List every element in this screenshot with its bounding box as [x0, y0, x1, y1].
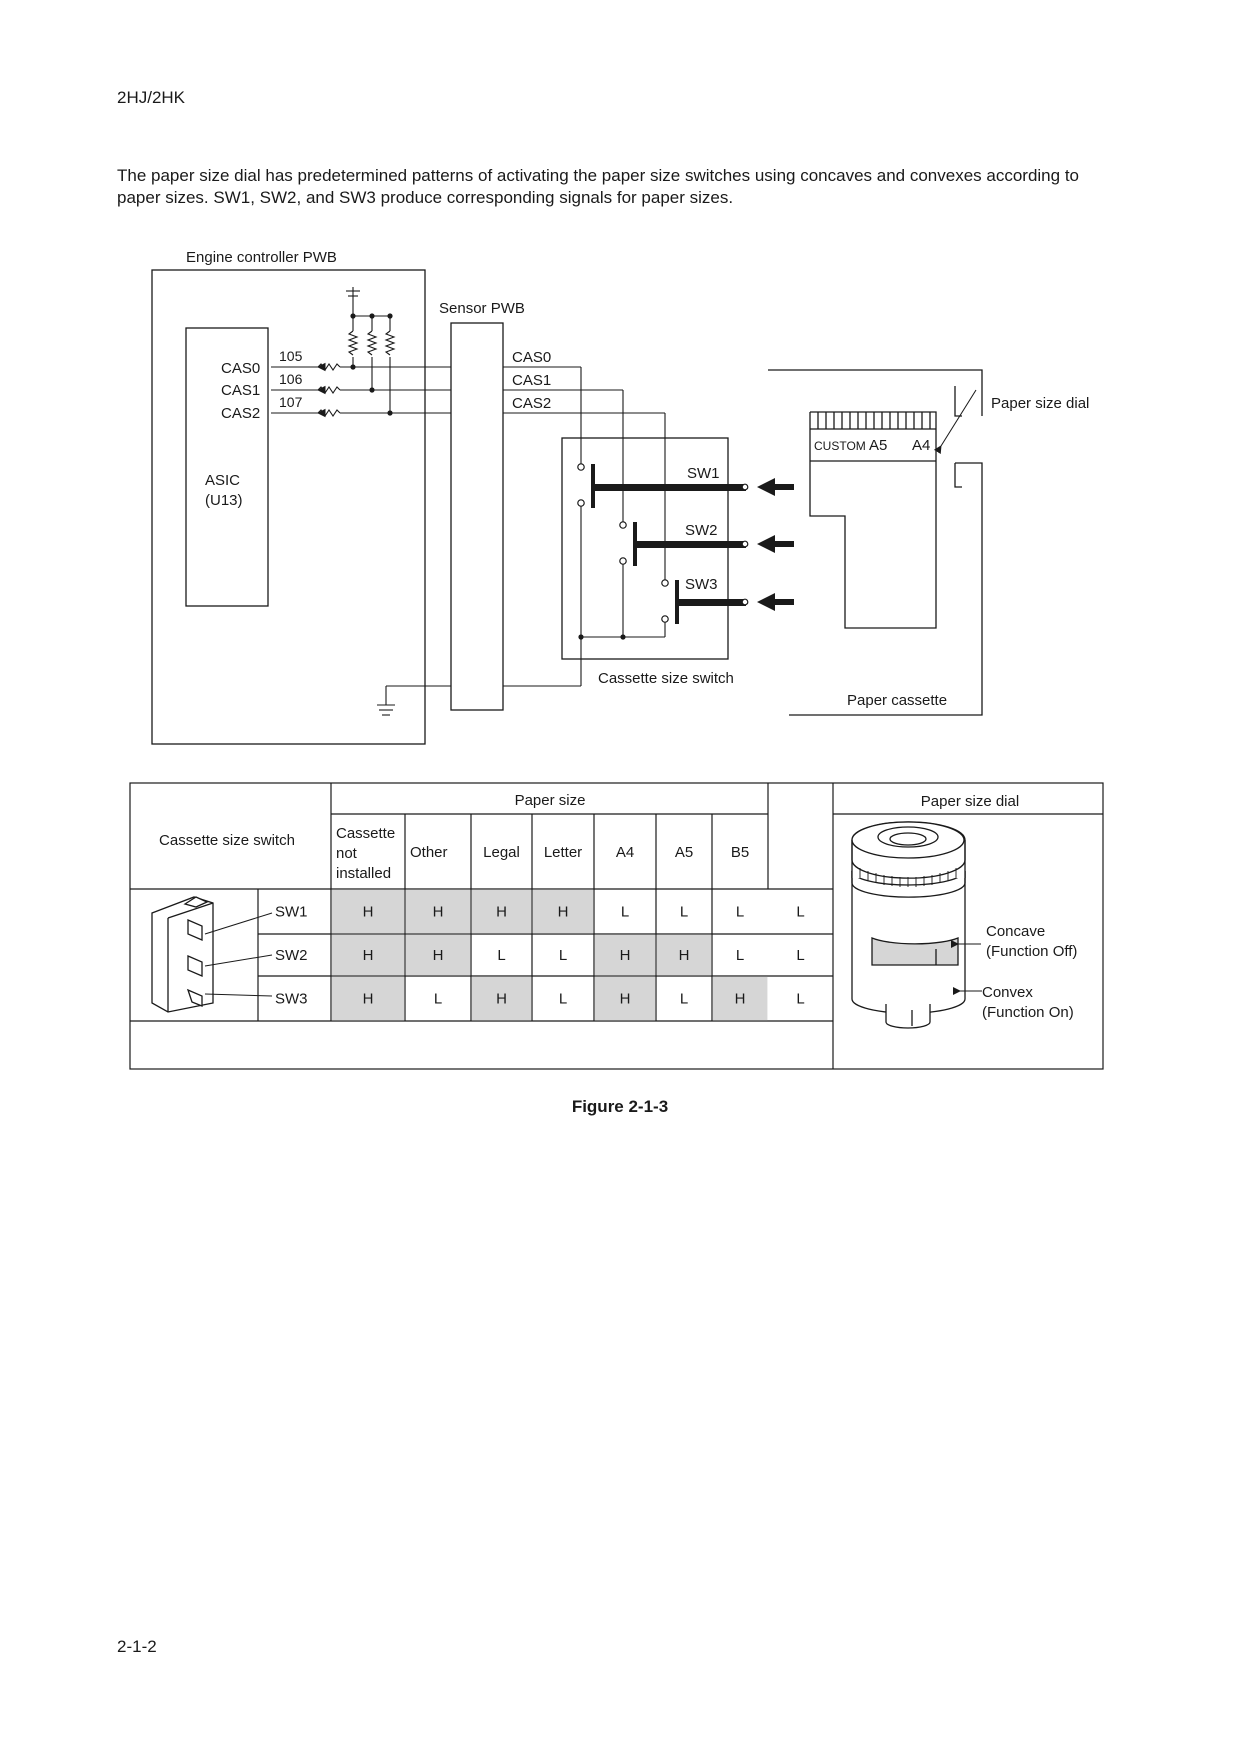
asic-ref: (U13)	[205, 492, 243, 509]
switch-contacts	[577, 463, 669, 623]
column-header-letter: Letter	[544, 844, 582, 861]
pin-number-106: 106	[279, 371, 303, 387]
cell-value: H	[679, 947, 690, 964]
cell-value: H	[620, 947, 631, 964]
pin-signal-cas2: CAS2	[221, 405, 260, 422]
page-number: 2-1-2	[117, 1637, 157, 1656]
sensor-signal-cas1: CAS1	[512, 372, 551, 389]
cell-value: L	[680, 991, 688, 1008]
switch-label-sw1: SW1	[687, 465, 720, 482]
cell-shade	[532, 889, 594, 934]
cassette-size-switch-block	[561, 437, 729, 660]
switch-levers	[591, 464, 746, 624]
junction-dots	[350, 313, 626, 640]
switch-table-grid	[129, 782, 1104, 1070]
cell-value: L	[796, 947, 804, 964]
cell-value: H	[620, 991, 631, 1008]
cell-value: H	[433, 947, 444, 964]
cell-shade	[331, 889, 405, 934]
paper-cassette-outline	[768, 369, 983, 716]
convex-note: (Function On)	[982, 1004, 1074, 1021]
cell-value: L	[497, 947, 505, 964]
row-label-sw2: SW2	[275, 947, 308, 964]
cell-shade	[594, 934, 656, 976]
cell-value: L	[796, 991, 804, 1008]
cell-shade	[594, 976, 656, 1021]
cell-value: H	[363, 904, 374, 921]
row-label-sw1: SW1	[275, 904, 308, 921]
cell-value: L	[796, 904, 804, 921]
paper-size-dial-shape	[809, 411, 937, 629]
switch-label-sw2: SW2	[685, 522, 718, 539]
engine-controller-label: Engine controller PWB	[186, 249, 337, 266]
cell-value: H	[363, 991, 374, 1008]
cell-shade	[405, 889, 471, 934]
sensor-pwb-label: Sensor PWB	[439, 300, 525, 317]
cell-shade	[331, 934, 405, 976]
convex-label: Convex	[982, 984, 1033, 1001]
paper-cassette-label: Paper cassette	[847, 692, 947, 709]
paper-size-dial-header: Paper size dial	[921, 793, 1019, 810]
switch-label-sw3: SW3	[685, 576, 718, 593]
cell-value: L	[621, 904, 629, 921]
pin-number-105: 105	[279, 348, 303, 364]
cassette-switch-header: Cassette size switch	[159, 832, 295, 849]
paper-size-dial-label: Paper size dial	[991, 395, 1089, 412]
concave-label: Concave	[986, 923, 1045, 940]
document-id: 2HJ/2HK	[117, 88, 186, 107]
cell-shade	[656, 934, 712, 976]
cell-value: L	[434, 991, 442, 1008]
cell-value: L	[559, 991, 567, 1008]
sensor-signal-cas2: CAS2	[512, 395, 551, 412]
concave-note: (Function Off)	[986, 943, 1077, 960]
column-header-other: Other	[410, 844, 448, 861]
column-header-a4: A4	[616, 844, 634, 861]
pin-number-107: 107	[279, 394, 303, 410]
cell-value: H	[433, 904, 444, 921]
sensor-signal-cas0: CAS0	[512, 349, 551, 366]
dial-mark-a4: A4	[912, 437, 930, 454]
cell-shade	[471, 889, 532, 934]
actuation-arrows	[757, 478, 794, 611]
row-label-sw3: SW3	[275, 991, 308, 1008]
intro-paragraph: The paper size dial has predetermined pa…	[117, 166, 1079, 207]
dial-mark-custom: CUSTOM	[814, 439, 866, 453]
cell-value: H	[496, 904, 507, 921]
cell-value: H	[735, 991, 746, 1008]
pin-signal-cas0: CAS0	[221, 360, 260, 377]
asic-block	[185, 327, 269, 607]
dial-illustration	[851, 821, 966, 1029]
pin-signal-cas1: CAS1	[221, 382, 260, 399]
cell-value: L	[736, 904, 744, 921]
column-header-b5: B5	[731, 844, 749, 861]
switch-block-label: Cassette size switch	[598, 670, 734, 687]
cell-shade	[712, 976, 768, 1021]
cell-value: L	[736, 947, 744, 964]
cell-value: L	[559, 947, 567, 964]
cell-shade	[471, 976, 532, 1021]
engine-controller-board	[151, 269, 426, 745]
cell-value: H	[363, 947, 374, 964]
asic-label: ASIC	[205, 472, 240, 489]
switch-illustration	[151, 896, 214, 1013]
cell-shade	[331, 976, 405, 1021]
column-header-legal: Legal	[483, 844, 520, 861]
cell-value: H	[558, 904, 569, 921]
column-header-a5: A5	[675, 844, 693, 861]
dial-mark-a5: A5	[869, 437, 887, 454]
cell-shade	[405, 934, 471, 976]
paper-size-header: Paper size	[515, 792, 586, 809]
cell-value: L	[680, 904, 688, 921]
sensor-pwb-board	[450, 322, 504, 711]
cell-value: H	[496, 991, 507, 1008]
figure-caption: Figure 2-1-3	[571, 1097, 669, 1116]
